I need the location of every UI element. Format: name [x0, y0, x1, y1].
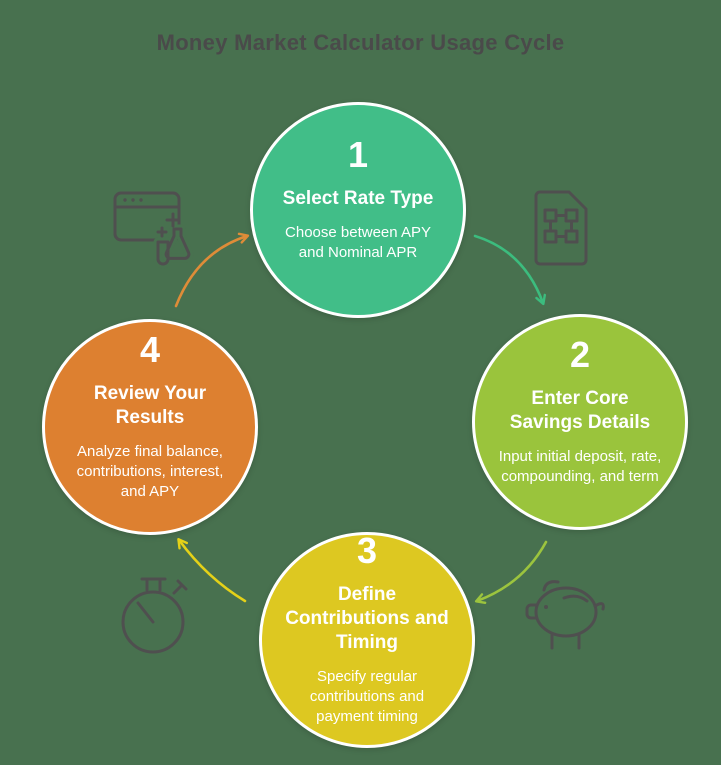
step-circle-3: 3 Define Contributions and Timing Specif… [259, 532, 475, 748]
step-number: 2 [569, 333, 590, 375]
step-circle-4: 4 Review Your Results Analyze final bala… [42, 319, 258, 535]
step-heading: Review Your Results [93, 382, 207, 428]
step-heading: Select Rate Type [282, 187, 434, 209]
step-number: 3 [356, 529, 378, 571]
stopwatch-icon [119, 568, 191, 658]
step-number: 1 [347, 133, 369, 175]
vector-frame-document-icon [529, 189, 593, 267]
step-description: Choose between APY and Nominal APR [285, 223, 431, 261]
step-circle-2: 2 Enter Core Savings Details Input initi… [472, 314, 688, 530]
step-circle-1: 1 Select Rate Type Choose between APY an… [250, 102, 466, 318]
browser-experiment-icon [112, 184, 194, 270]
step-description: Specify regular contributions and paymen… [309, 667, 425, 726]
step-heading: Define Contributions and Timing [285, 583, 449, 653]
step-description: Analyze final balance, contributions, in… [76, 442, 224, 501]
step-heading: Enter Core Savings Details [509, 387, 651, 433]
step-description: Input initial deposit, rate, compounding… [498, 447, 662, 485]
step-number: 4 [139, 328, 161, 370]
piggy-bank-icon [524, 574, 612, 652]
page-title: Money Market Calculator Usage Cycle [156, 30, 565, 55]
